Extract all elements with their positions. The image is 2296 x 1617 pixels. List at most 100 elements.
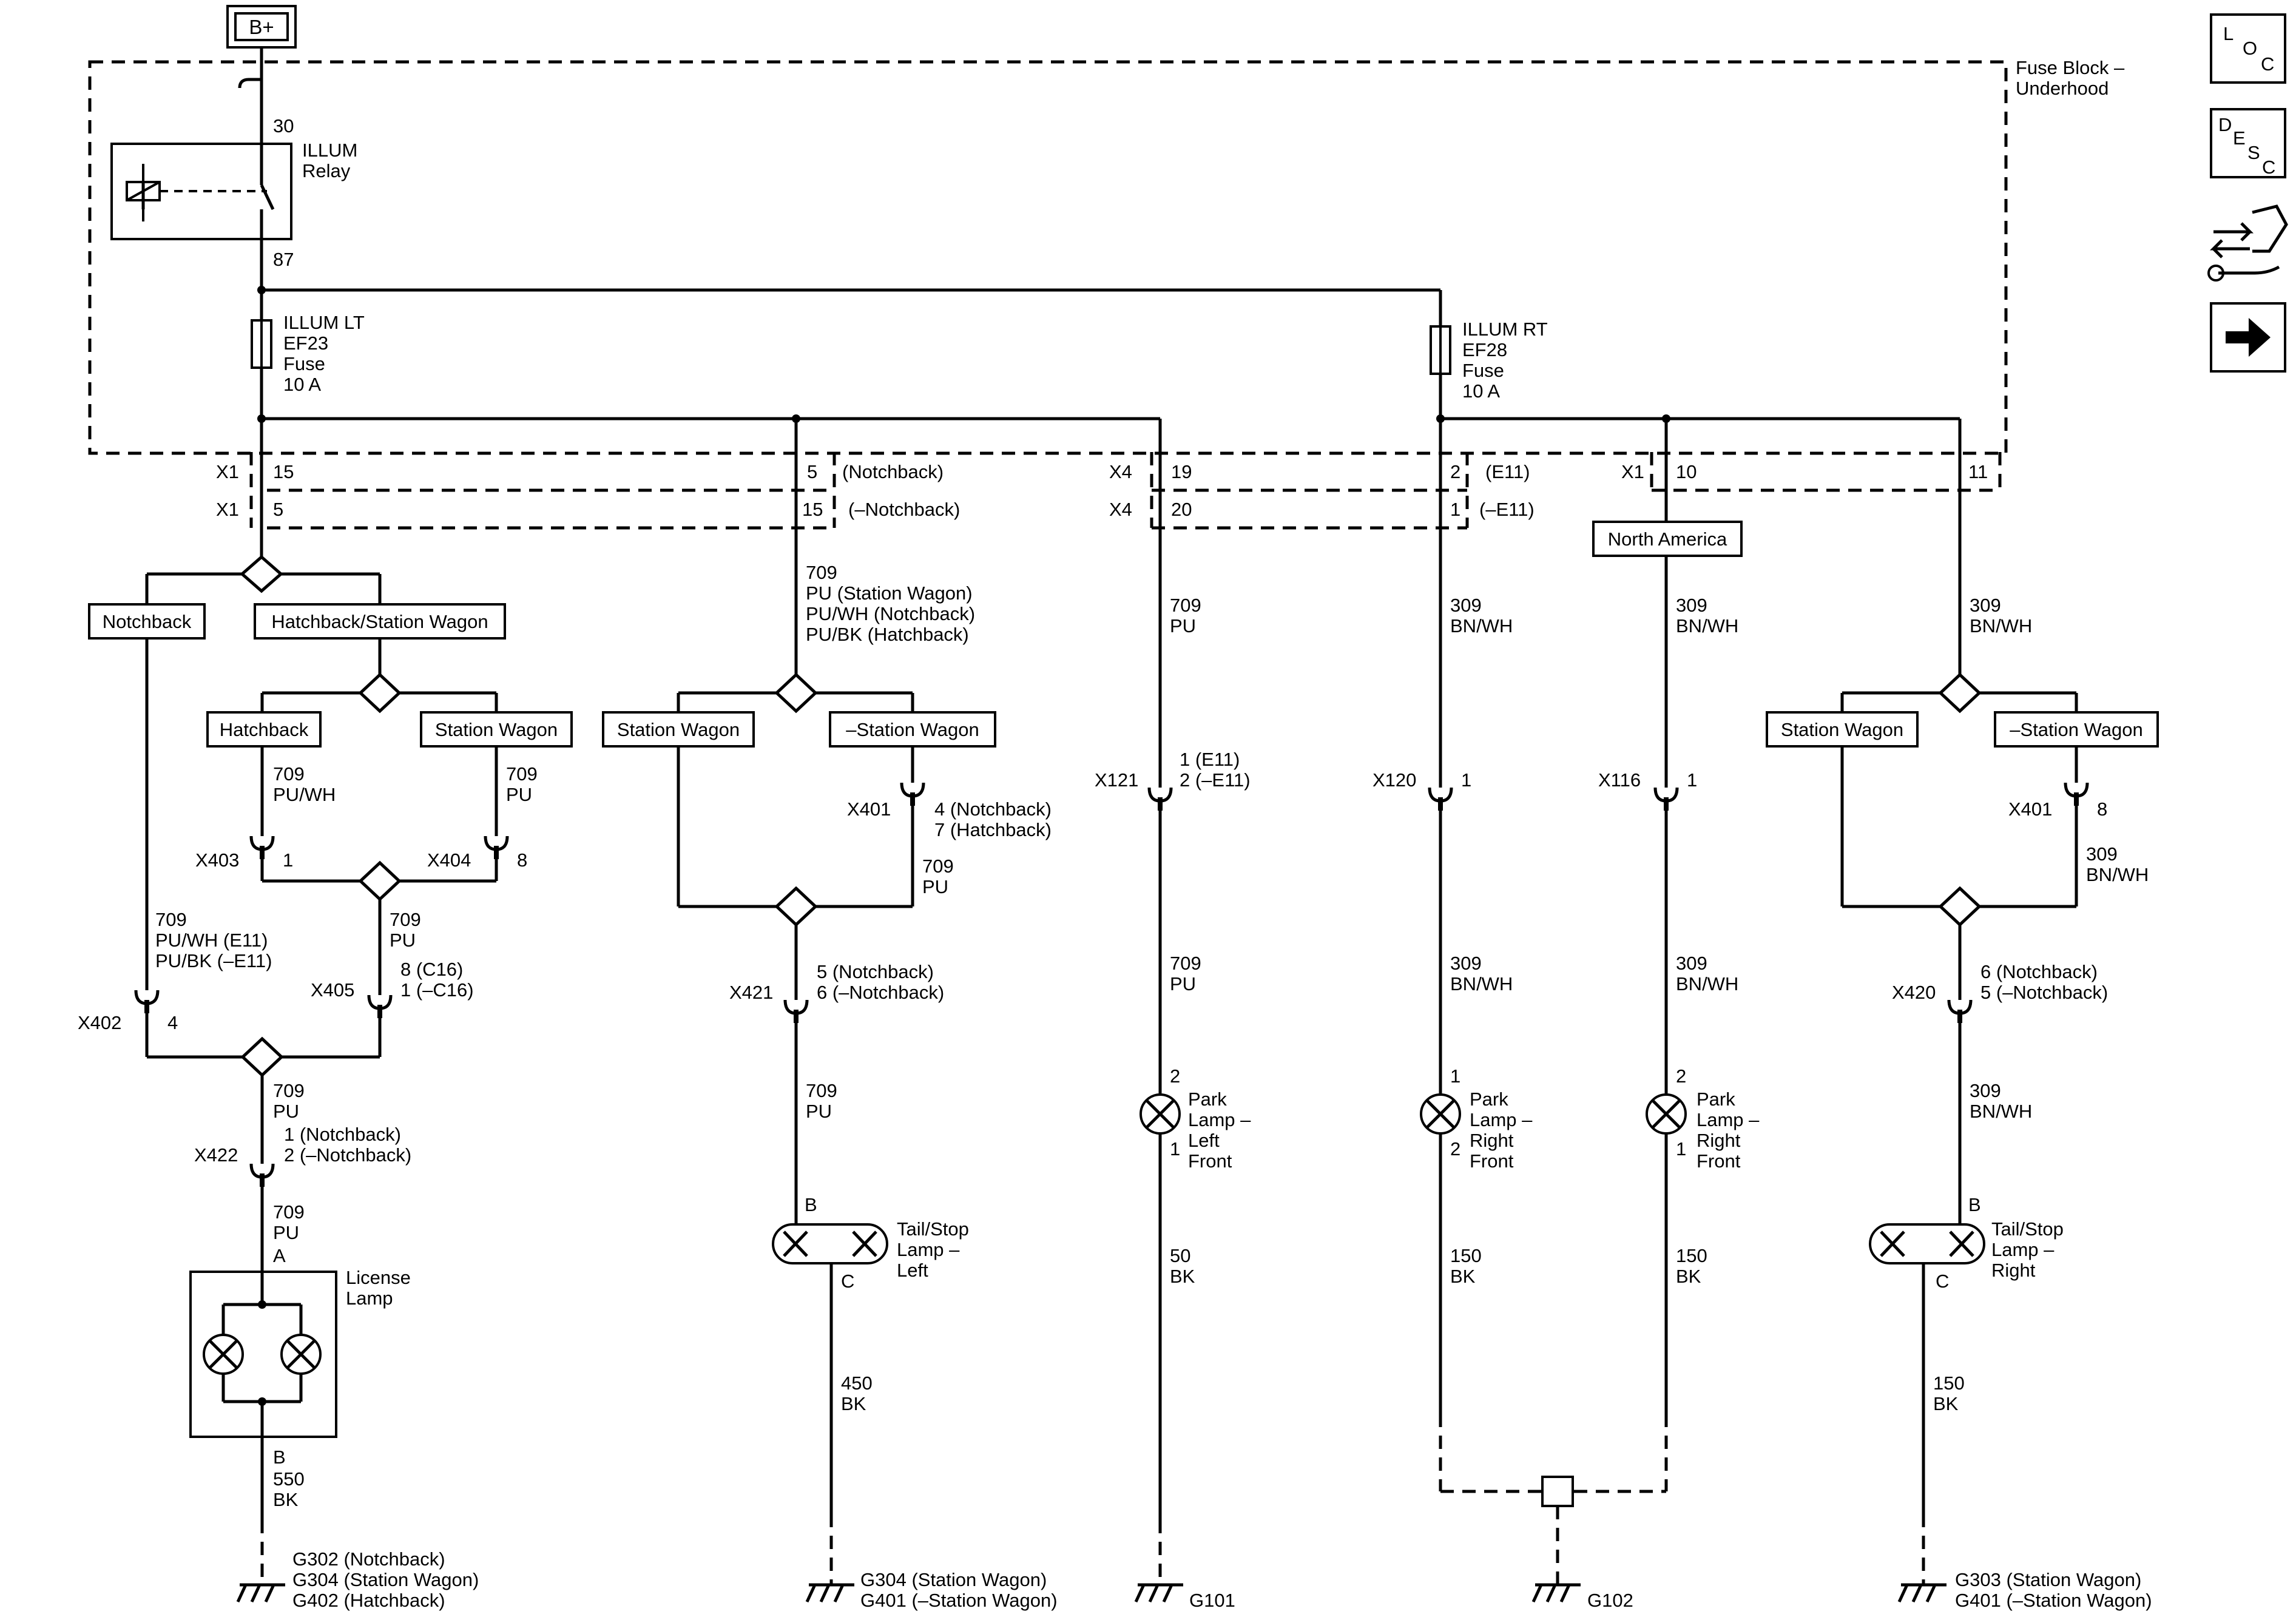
wire-709-pu-l1-a: 709 (273, 1080, 305, 1101)
park-rf2-name-4: Front (1697, 1150, 1741, 1172)
park-rf2-pin-bot: 1 (1676, 1138, 1686, 1160)
conn-x421: X421 (729, 982, 773, 1003)
wire-309-r4-a: 309 (1676, 953, 1707, 974)
relay-pin-in: 30 (273, 115, 294, 137)
license-lamp (189, 1271, 337, 1438)
wire-309-r1-b: BN/WH (1450, 615, 1513, 636)
desc-c: C (2262, 157, 2275, 178)
ground-tail-right-2: G401 (–Station Wagon) (1955, 1590, 2152, 1611)
license-name-2: Lamp (346, 1288, 393, 1309)
wire-709-pu-p2-b: PU (1170, 973, 1196, 994)
conn-x120: X120 (1373, 769, 1416, 791)
wire-709-puwh-b: PU/WH (273, 784, 336, 805)
conn-x405: X405 (311, 979, 354, 1001)
ground-tail-left-1: G304 (Station Wagon) (860, 1569, 1047, 1590)
conn-x404: X404 (427, 849, 471, 871)
wire-709-pu-t2-b: PU (806, 1101, 832, 1122)
wire-450-a: 450 (841, 1372, 873, 1394)
wire-709-pu-p1-a: 709 (1170, 595, 1201, 616)
conn-p5: 5 (273, 499, 283, 520)
wire-309-r4-b: BN/WH (1676, 973, 1738, 994)
wire-309-r2-b: BN/WH (1450, 973, 1513, 994)
park-rf1-name-4: Front (1470, 1150, 1514, 1172)
tail-right-pin-b: B (1968, 1194, 1981, 1215)
conn-p20: 20 (1171, 499, 1192, 520)
option-station-wagon-c: Station Wagon (1781, 719, 1903, 740)
park-rf2-name-3: Right (1697, 1130, 1741, 1151)
loc-button[interactable]: L O C (2210, 13, 2286, 84)
conn-x1b: X1 (216, 499, 239, 520)
conn-p19: 19 (1171, 461, 1192, 482)
fuse-block-outline (88, 60, 2008, 455)
park-rf1-pin-bot: 2 (1450, 1138, 1460, 1160)
conn-x405-pin1: 8 (C16) (400, 959, 463, 980)
option-minus-station-wagon: –Station Wagon (846, 719, 979, 740)
ground-license (236, 1583, 285, 1603)
conn-p11: 11 (1968, 461, 1988, 482)
next-arrow-button[interactable] (2210, 302, 2286, 373)
wire-709-pu-l2-a: 709 (273, 1201, 305, 1223)
conn-x402-pin: 4 (167, 1012, 178, 1033)
conn-p1: 1 (1450, 499, 1460, 520)
conn-x121-pin1: 1 (E11) (1180, 749, 1240, 770)
connector-wrench-icon[interactable] (2207, 204, 2288, 282)
bplus-label: B+ (249, 16, 274, 38)
tail-stop-lamp-left (772, 1223, 888, 1264)
park-lf-name-1: Park (1188, 1089, 1227, 1110)
fuse-rt-3: Fuse (1462, 360, 1504, 381)
conn-e11: (E11) (1485, 461, 1530, 482)
park-rf2-name-1: Park (1697, 1089, 1735, 1110)
fuse-rt-2: EF28 (1462, 339, 1507, 360)
wire-309-r3-a: 309 (1676, 595, 1707, 616)
right-arrow-icon (2226, 318, 2271, 357)
conn-minus-e11: (–E11) (1479, 499, 1535, 520)
relay-name-2: Relay (302, 160, 351, 181)
ground-g101 (1134, 1583, 1183, 1603)
conn-x403: X403 (195, 849, 239, 871)
wire-309-r3-b: BN/WH (1676, 615, 1738, 636)
wire-709-pu-l2-b: PU (273, 1222, 299, 1243)
tail-left-name-3: Left (897, 1260, 928, 1281)
wire-709-pu-t2-a: 709 (806, 1080, 837, 1101)
relay-pin-out: 87 (273, 249, 294, 270)
fuse-lt-1: ILLUM LT (283, 312, 365, 333)
conn-x402: X402 (78, 1012, 121, 1033)
fuse-lt-2: EF23 (283, 333, 328, 354)
conn-x401: X401 (847, 798, 891, 820)
wire-309-t3-b: BN/WH (1970, 1101, 2032, 1122)
wire-709-pu-hs-b: PU (506, 784, 532, 805)
option-minus-station-wagon-c: –Station Wagon (2010, 719, 2142, 740)
wire-550-b: BK (273, 1489, 299, 1510)
loc-l: L (2223, 23, 2234, 44)
option-north-america: North America (1608, 528, 1727, 550)
conn-x121-pin2: 2 (–E11) (1180, 769, 1251, 791)
wire-709-e11-c: PU/BK (–E11) (155, 950, 272, 971)
option-station-wagon-box (420, 711, 573, 748)
option-minus-station-wagon-box (829, 711, 996, 748)
wire-450-b: BK (841, 1393, 866, 1414)
conn-p2: 2 (1450, 461, 1460, 482)
wire-50-a: 50 (1170, 1245, 1190, 1266)
conn-x1c: X1 (1621, 461, 1644, 482)
wire-709-sw-3: PU/WH (Notchback) (806, 603, 975, 624)
conn-x121: X121 (1095, 769, 1138, 791)
splice-g102 (1541, 1476, 1574, 1507)
fuse-lt-3: Fuse (283, 353, 325, 374)
conn-x420-pin1: 6 (Notchback) (1980, 961, 2098, 982)
relay-name-1: ILLUM (302, 140, 357, 161)
desc-button[interactable]: D E S C (2210, 108, 2286, 178)
wire-309-t2-a: 309 (2086, 843, 2118, 865)
park-lf-name-2: Lamp – (1188, 1109, 1251, 1130)
park-rf2-pin-top: 2 (1676, 1065, 1686, 1087)
fuse-rt-4: 10 A (1462, 380, 1500, 402)
ground-tail-right-1: G303 (Station Wagon) (1955, 1569, 2141, 1590)
option-station-wagon: Station Wagon (435, 719, 558, 740)
wire-150-r2-a: 150 (1676, 1245, 1707, 1266)
option-hatch-sw: Hatchback/Station Wagon (271, 611, 488, 632)
wire-709-e11-a: 709 (155, 909, 187, 930)
wire-150-r2-b: BK (1676, 1266, 1701, 1287)
wire-309-t3-a: 309 (1970, 1080, 2001, 1101)
conn-x422: X422 (194, 1144, 238, 1166)
ground-license-2: G304 (Station Wagon) (292, 1569, 479, 1590)
tail-left-pin-c: C (841, 1271, 854, 1292)
